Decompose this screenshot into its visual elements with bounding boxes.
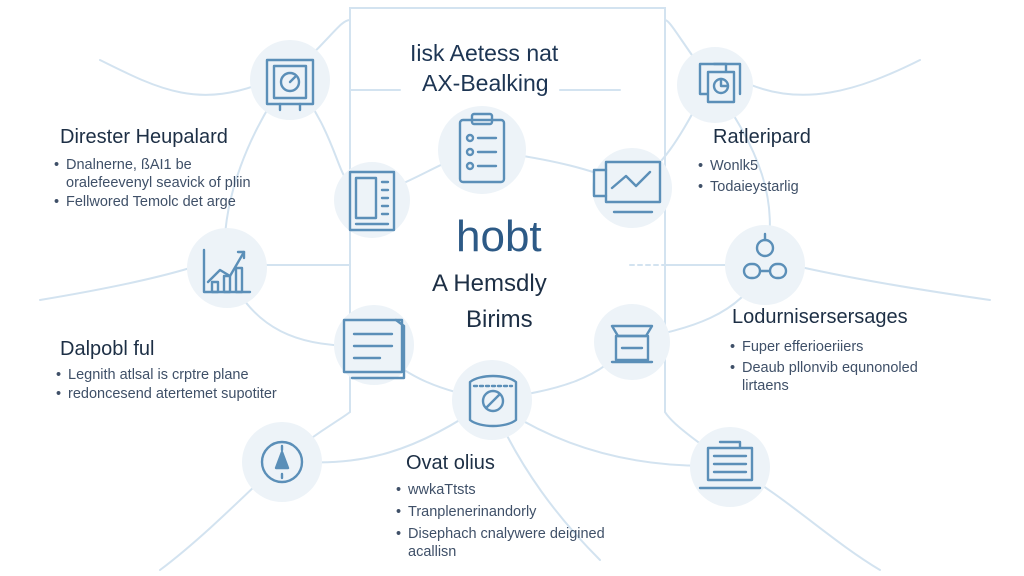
- link-nodes-icon: [742, 232, 788, 280]
- center-heading: hobt: [456, 212, 542, 261]
- bullet-dot: •: [396, 504, 402, 520]
- icon-bg-right: [725, 225, 805, 305]
- bottom-bullet-3: • Disephach cnalywere deigined: [396, 525, 605, 543]
- document-stack-icon: [698, 62, 742, 104]
- bullet-dot: •: [56, 386, 62, 402]
- bullet-dot: •: [56, 367, 62, 383]
- right-top-section-title: Ratleripard: [713, 126, 811, 148]
- icon-bg-left: [187, 228, 267, 308]
- center-subtitle-line2: Birims: [466, 306, 533, 333]
- bullet-text: Wonlk5: [710, 158, 759, 174]
- bullet-text: Disephach cnalywere deigined: [408, 526, 605, 542]
- right-top-bullet-1: • Wonlk5: [698, 157, 758, 175]
- bottom-bullet-2: • Tranplenerinandorly: [396, 503, 536, 521]
- trend-chart-icon: [202, 248, 252, 294]
- right-top-bullet-2: • Todaieystarlig: [698, 178, 799, 196]
- bullet-dot: •: [730, 360, 736, 376]
- center-subtitle-line1: A Hemsdly: [432, 270, 547, 297]
- diagram-title-line1: Iisk Aetess nat: [410, 40, 559, 66]
- badge-certificate-icon: [468, 374, 518, 428]
- bottom-bullet-1: • wwkaTtsts: [396, 481, 476, 499]
- bottom-section-title: Ovat olius: [406, 452, 495, 474]
- printer-icon: [610, 324, 654, 364]
- database-panel-icon: [698, 440, 762, 490]
- icon-bg-top-left: [250, 40, 330, 120]
- icon-bg-center-right: [592, 148, 672, 228]
- left-top-bullet-1-cont: oralefeevenyl seavick of pliin: [66, 175, 251, 191]
- icon-bg-bottom-right: [690, 427, 770, 507]
- gauge-document-icon: [265, 58, 315, 112]
- bullet-text: Tranplenerinandorly: [408, 504, 537, 520]
- bullet-text: Todaieystarlig: [710, 179, 799, 195]
- left-bottom-bullet-1: • Legnith atlsal is crptre plane: [56, 366, 249, 384]
- right-mid-section-title: Lodurnisersersages: [732, 306, 908, 328]
- icon-bg-center-bottom: [452, 360, 532, 440]
- bullet-dot: •: [698, 179, 704, 195]
- bullet-text: Fuper efferioeriiers: [742, 339, 864, 355]
- bullet-dot: •: [730, 339, 736, 355]
- bullet-dot: •: [54, 157, 60, 173]
- bullet-dot: •: [698, 158, 704, 174]
- server-rack-icon: [348, 170, 396, 232]
- left-top-bullet-1: • Dnalnerne, ßAI1 be: [54, 156, 192, 174]
- icon-bg-right-low: [594, 304, 670, 380]
- bullet-text: Deaub pllonvib equnonoled: [742, 360, 918, 376]
- diagram-title-line2: AX-Bealking: [422, 70, 549, 96]
- left-bottom-bullet-2: • redoncesend atertemet supotiter: [56, 385, 277, 403]
- bottom-bullet-3-cont: acallisn: [408, 544, 457, 560]
- bullet-text: Legnith atlsal is crptre plane: [68, 367, 249, 383]
- right-mid-bullet-1: • Fuper efferioeriiers: [730, 338, 863, 356]
- right-mid-bullet-2-cont: lirtaens: [742, 378, 789, 394]
- left-top-section-title: Direster Heupalard: [60, 126, 228, 148]
- bullet-text: wwkaTtsts: [408, 482, 476, 498]
- left-top-bullet-2: • Fellwored Temolc det arge: [54, 193, 236, 211]
- bullet-text: Fellwored Temolc det arge: [66, 194, 236, 210]
- compass-icon: [260, 440, 304, 484]
- bullet-dot: •: [396, 482, 402, 498]
- bullet-dot: •: [54, 194, 60, 210]
- left-bottom-section-title: Dalpobl ful: [60, 338, 155, 360]
- right-mid-bullet-2: • Deaub pllonvib equnonoled: [730, 359, 918, 377]
- text-document-icon: [342, 318, 406, 380]
- checklist-icon: [458, 112, 506, 184]
- bullet-text: Dnalnerne, ßAI1 be: [66, 157, 192, 173]
- monitor-chart-icon: [592, 160, 662, 214]
- icon-bg-left-mid: [334, 162, 410, 238]
- bullet-dot: •: [396, 526, 402, 542]
- bullet-text: redoncesend atertemet supotiter: [68, 386, 277, 402]
